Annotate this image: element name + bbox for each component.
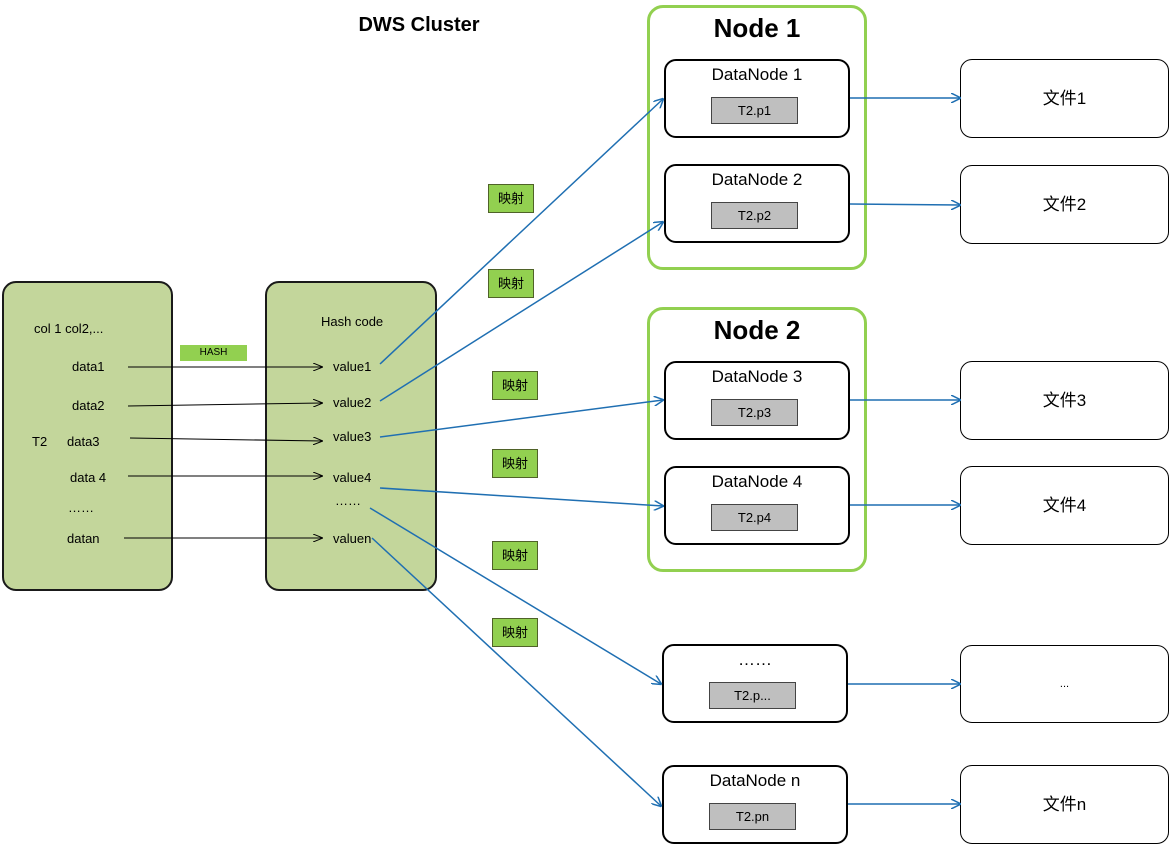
diagram-title: DWS Cluster [358,14,480,36]
map-arrow [371,537,661,806]
hash-value: value4 [333,470,372,485]
table-row: …… [68,500,94,515]
map-arrow [379,400,663,438]
hash-value: value3 [333,429,372,444]
map-badge: 映射 [492,371,538,400]
file-box: 文件1 [960,59,1169,138]
datanode-label: …… [738,650,772,669]
table-row: data 4 [70,470,107,485]
file-box: 文件n [960,765,1169,844]
table-header: col 1 col2,... [34,321,104,336]
node-frame [647,307,867,572]
hash-value: …… [335,493,361,508]
node-frame [647,5,867,270]
node-title: Node 1 [713,13,801,43]
hash-value: value2 [333,395,372,410]
datanode-label: DataNode n [709,771,801,790]
partition-box: T2.p... [709,682,796,709]
map-arrow [379,487,663,506]
datanode-label: DataNode 3 [711,367,803,386]
table-name: T2 [32,434,48,449]
hash-arrow [129,438,322,441]
file-box: 文件3 [960,361,1169,440]
map-badge: 映射 [488,184,534,213]
file-arrow [849,204,960,205]
table-row: data3 [67,434,100,449]
table-row: data2 [72,398,105,413]
partition-box: T2.pn [709,803,796,830]
table-row: datan [67,531,100,546]
map-badge: 映射 [492,541,538,570]
hash-code-panel [265,281,437,591]
file-box: 文件2 [960,165,1169,244]
map-arrow [379,222,663,402]
map-badge: 映射 [488,269,534,298]
file-box: ... [960,645,1169,723]
datanode-box: DataNode 3 T2.p3 [664,361,850,440]
node-title: Node 2 [713,315,801,345]
hash-value: value1 [333,359,372,374]
hash-badge: HASH [180,345,247,361]
hash-value: valuen [333,531,372,546]
hash-arrow [127,403,322,406]
table-row: data1 [72,359,105,374]
partition-box: T2.p2 [711,202,798,229]
datanode-box: DataNode 4 T2.p4 [664,466,850,545]
partition-box: T2.p4 [711,504,798,531]
file-box: 文件4 [960,466,1169,545]
map-arrow [379,99,663,365]
datanode-box: DataNode 2 T2.p2 [664,164,850,243]
datanode-label: DataNode 4 [711,472,803,491]
table-panel [2,281,173,591]
partition-box: T2.p3 [711,399,798,426]
datanode-box: DataNode 1 T2.p1 [664,59,850,138]
datanode-label: DataNode 1 [711,65,803,84]
datanode-box: …… T2.p... [662,644,848,723]
datanode-label: DataNode 2 [711,170,803,189]
hash-code-header: Hash code [321,314,384,329]
map-badge: 映射 [492,618,538,647]
partition-box: T2.p1 [711,97,798,124]
map-badge: 映射 [492,449,538,478]
map-arrow [369,507,661,684]
datanode-box: DataNode n T2.pn [662,765,848,844]
